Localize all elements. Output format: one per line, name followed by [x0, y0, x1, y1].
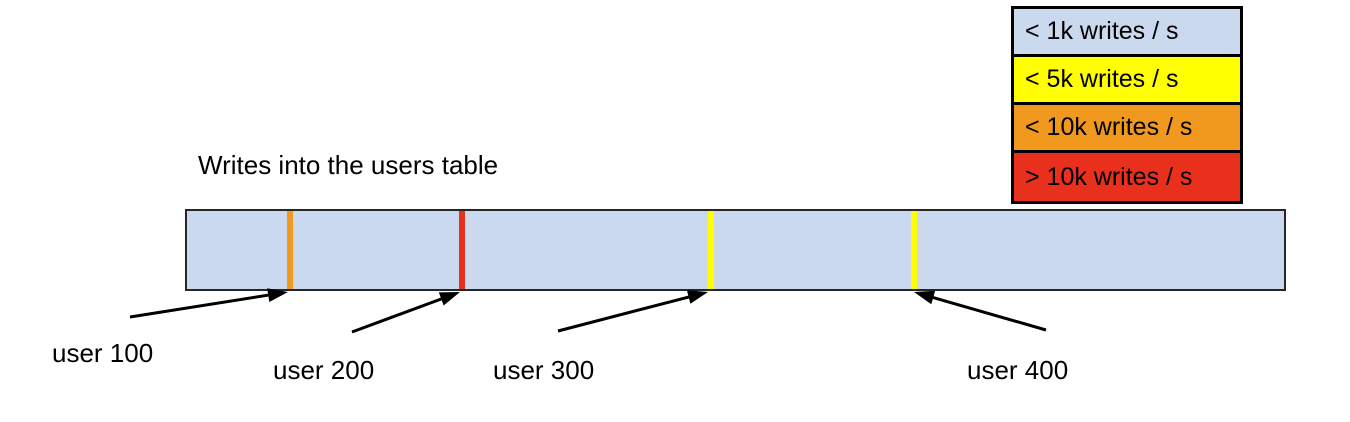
legend-label-0: < 1k writes / s — [1025, 17, 1179, 45]
chart-title: Writes into the users table — [198, 150, 499, 180]
bar-stripe-user-200 — [459, 211, 465, 289]
legend-row-2: < 10k writes / s — [1014, 105, 1240, 153]
callout-arrow-user-200 — [351, 292, 460, 334]
callout-arrow-user-400 — [914, 290, 1047, 332]
callout-arrow-user-300 — [557, 290, 708, 333]
callout-label-user-300: user 300 — [493, 355, 595, 385]
legend-row-0: < 1k writes / s — [1014, 9, 1240, 57]
callout-arrow-user-100 — [129, 288, 288, 319]
bar-stripe-user-400 — [911, 211, 917, 289]
callout-label-user-200: user 200 — [273, 355, 375, 385]
legend-row-3: > 10k writes / s — [1014, 153, 1240, 201]
legend-label-1: < 5k writes / s — [1025, 65, 1179, 93]
users-table-keyspace-bar — [185, 209, 1286, 291]
callout-label-user-100: user 100 — [52, 338, 154, 368]
legend-label-2: < 10k writes / s — [1025, 113, 1193, 141]
legend-row-1: < 5k writes / s — [1014, 57, 1240, 105]
legend-label-3: > 10k writes / s — [1025, 162, 1193, 191]
callout-label-user-400: user 400 — [967, 355, 1069, 385]
bar-stripe-user-100 — [287, 211, 293, 289]
bar-stripe-user-300 — [708, 211, 714, 289]
write-rate-legend: < 1k writes / s < 5k writes / s < 10k wr… — [1011, 6, 1243, 204]
